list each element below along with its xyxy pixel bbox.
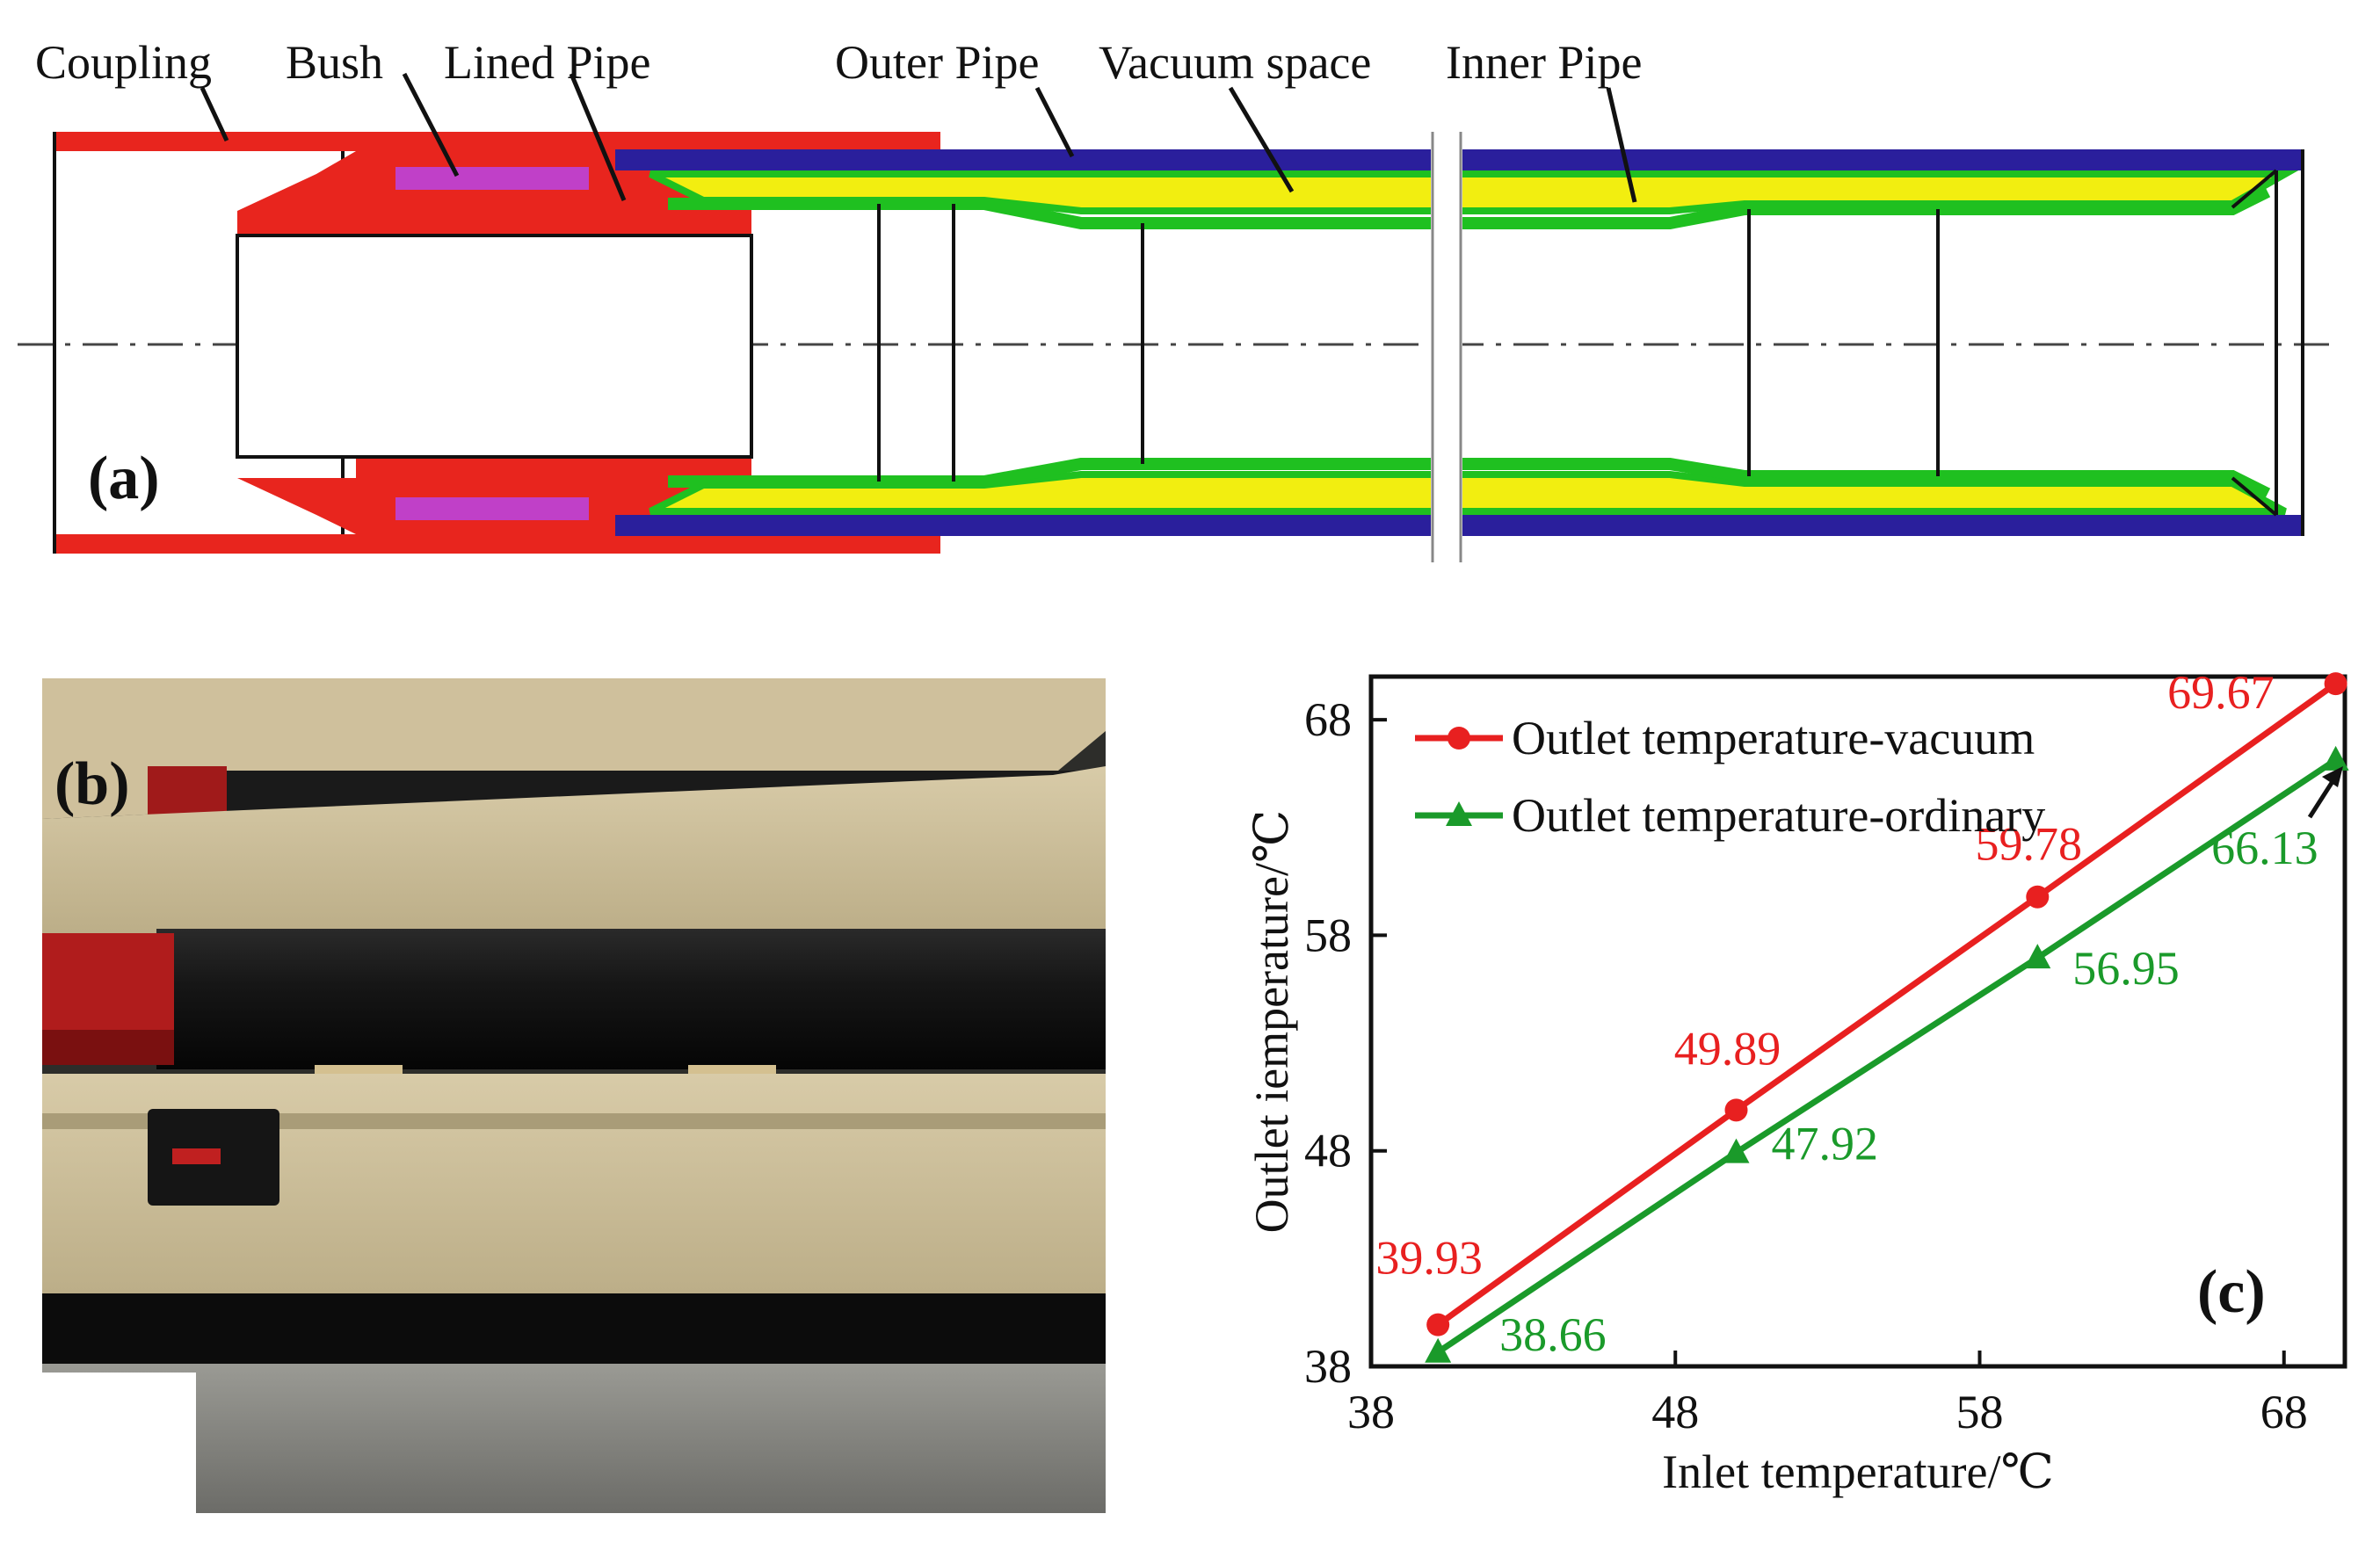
panel-c-tag: (c): [2197, 1258, 2266, 1326]
panel-b-tag-background: [42, 1373, 196, 1513]
y-tick-label: 68: [1304, 693, 1352, 746]
dark-gap: [42, 1293, 1106, 1364]
coupling-bottom: [54, 534, 940, 554]
label-outer-pipe: Outer Pipe: [835, 36, 1040, 89]
y-tick-label: 48: [1304, 1125, 1352, 1177]
coupling-top: [54, 132, 940, 151]
label-lined-pipe: Lined Pipe: [444, 36, 651, 89]
data-label: 47.92: [1772, 1118, 1879, 1170]
leader-coupling: [200, 86, 229, 142]
bush-bottom: [395, 497, 589, 520]
data-label: 39.93: [1375, 1232, 1483, 1285]
leader-lined-pipe: [569, 73, 627, 201]
middle-board: [42, 766, 1106, 933]
x-tick-label: 48: [1651, 1386, 1699, 1438]
pipe-schematic: [18, 72, 2338, 562]
panel-b-tag: (b): [54, 750, 130, 818]
data-point-marker: [2026, 885, 2050, 909]
leader-bush: [402, 72, 460, 177]
data-label: 49.89: [1674, 1022, 1781, 1075]
pipe-right-taper: [2231, 169, 2278, 517]
data-label: 56.95: [2072, 942, 2180, 995]
leader-outer-pipe: [1034, 86, 1075, 158]
label-vacuum-space: Vacuum space: [1099, 36, 1372, 89]
plot-frame: [1368, 674, 2347, 1369]
device-display: [172, 1148, 221, 1164]
inner-pipe-bottom: [668, 458, 2271, 500]
x-axis-title: Inlet temperature/℃: [1662, 1445, 2054, 1498]
y-tick-label: 58: [1304, 909, 1352, 961]
data-label: 59.78: [1976, 818, 2083, 871]
data-point-marker: [1724, 1098, 1748, 1122]
data-label: 69.67: [2167, 666, 2275, 719]
label-coupling: Coupling: [35, 36, 213, 89]
leader-inner-pipe: [1606, 87, 1637, 203]
bush-top: [395, 167, 589, 190]
lined-pipe-bore: [236, 234, 753, 459]
data-point-marker: [2024, 944, 2051, 969]
y-tick-label: 38: [1304, 1340, 1352, 1393]
main-pipe-coupling-shadow: [42, 1030, 174, 1065]
legend-marker: [1448, 727, 1470, 750]
data-point-marker: [2324, 672, 2347, 696]
leader-vacuum-space: [1228, 86, 1295, 193]
inner-pipe-top: [668, 185, 2271, 229]
board-shadow: [42, 1113, 1106, 1129]
x-tick-label: 68: [2260, 1386, 2308, 1438]
data-label: 66.13: [2211, 822, 2318, 874]
x-tick-label: 38: [1347, 1386, 1395, 1438]
series-line-ordinary: [1436, 757, 2338, 1355]
pipe-photo: [42, 678, 1106, 1513]
series-line-vacuum: [1436, 681, 2338, 1328]
data-point-marker: [1425, 1337, 1452, 1363]
data-point-marker: [2322, 745, 2349, 771]
break-gap: [1431, 132, 1462, 562]
photo-of-vacuum-insulated-pipe-icon: [42, 678, 1106, 1513]
legend-label: Outlet temperature-ordinary: [1512, 789, 2045, 842]
legend-marker: [1446, 801, 1472, 826]
panel-a-tag: (a): [88, 445, 160, 512]
data-point-marker: [1426, 1313, 1450, 1336]
concrete-floor: [42, 1364, 1106, 1513]
legend-label: Outlet temperature-vacuum: [1512, 712, 2035, 764]
y-axis-title: Outlet iemperature/℃: [1245, 810, 1298, 1234]
data-label: 38.66: [1499, 1308, 1607, 1361]
data-point-marker: [1723, 1138, 1750, 1163]
label-bush: Bush: [286, 36, 384, 89]
main-pipe: [156, 929, 1106, 1069]
annotation-arrow-head: [2322, 766, 2343, 787]
label-inner-pipe: Inner Pipe: [1446, 36, 1643, 89]
x-tick-label: 58: [1956, 1386, 2004, 1438]
